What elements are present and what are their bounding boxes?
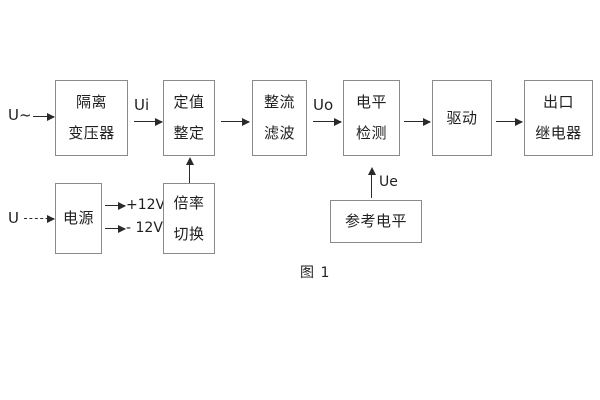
block-reference-level: 参考电平 [330, 200, 422, 243]
block-setting-value: 定值 整定 [163, 80, 215, 156]
signal-ue-label: Ue [379, 174, 398, 190]
block-level-detection-line-2: 检测 [355, 124, 387, 142]
arrow-isolation-transformer-to-setting-value [134, 117, 163, 126]
input-dc-label: U [8, 209, 19, 227]
block-rectify-filter-line-2: 滤波 [263, 124, 295, 142]
input-ac-label: U~ [8, 106, 32, 124]
block-multiplier-switch: 倍率 切换 [163, 183, 215, 254]
arrow-power-supply-rail-negative [105, 224, 126, 233]
arrow-input-dc-to-power-supply [24, 214, 55, 223]
block-setting-value-line-2: 整定 [173, 124, 205, 142]
arrow-setting-value-to-rectify-filter [221, 117, 250, 126]
arrow-input-ac-to-isolation-transformer [33, 112, 55, 121]
signal-uo-label: Uo [313, 96, 334, 114]
block-rectify-filter: 整流 滤波 [252, 80, 307, 156]
arrow-drive-to-output-relay [496, 117, 523, 126]
block-output-relay: 出口 继电器 [524, 80, 593, 156]
block-level-detection: 电平 检测 [343, 80, 400, 156]
arrow-level-detection-to-drive [404, 117, 431, 126]
block-isolation-transformer-line-2: 变压器 [68, 124, 115, 142]
arrow-multiplier-switch-to-setting-value [185, 157, 194, 183]
block-reference-level-line-1: 参考电平 [344, 212, 407, 230]
block-drive-line-1: 驱动 [446, 108, 478, 127]
rail-negative-label: - 12V [126, 220, 163, 236]
block-setting-value-line-1: 定值 [173, 93, 205, 111]
arrow-rectify-filter-to-level-detection [313, 117, 342, 126]
block-multiplier-switch-line-1: 倍率 [173, 193, 205, 212]
block-rectify-filter-line-1: 整流 [263, 93, 295, 111]
arrow-reference-level-to-level-detection [367, 167, 376, 198]
block-drive: 驱动 [432, 80, 492, 156]
signal-ui-label: Ui [134, 96, 150, 114]
arrow-power-supply-rail-positive [105, 201, 126, 210]
block-level-detection-line-1: 电平 [355, 93, 387, 111]
block-power-supply: 电源 [55, 183, 102, 254]
figure-caption: 图 1 [300, 265, 331, 281]
block-power-supply-line-1: 电源 [62, 209, 94, 227]
block-multiplier-switch-line-2: 切换 [173, 224, 205, 243]
rail-positive-label: +12V [126, 197, 166, 213]
block-output-relay-line-1: 出口 [542, 93, 574, 111]
block-isolation-transformer: 隔离 变压器 [55, 80, 128, 156]
block-output-relay-line-2: 继电器 [535, 124, 582, 142]
block-isolation-transformer-line-1: 隔离 [75, 93, 107, 111]
